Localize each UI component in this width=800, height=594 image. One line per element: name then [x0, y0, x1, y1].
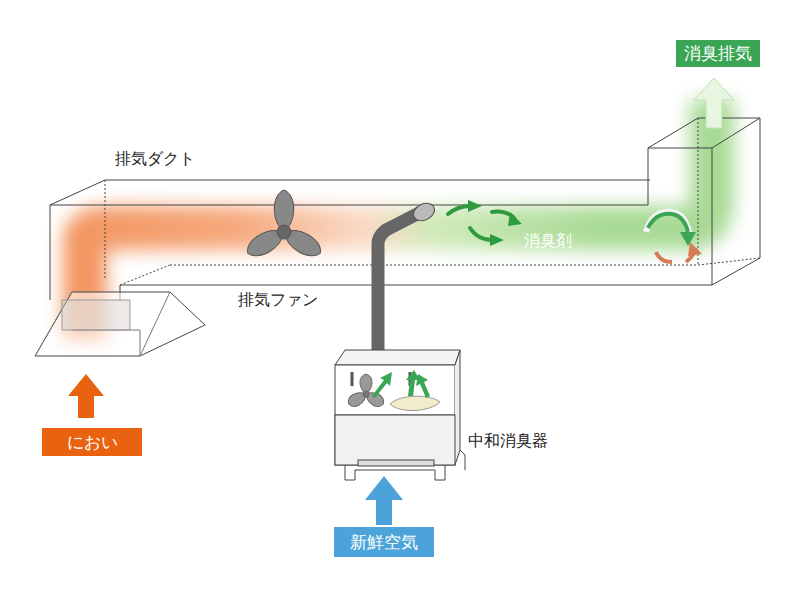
label-box: 新鮮空気 — [334, 527, 434, 557]
fan-label: 排気ファン — [238, 291, 318, 309]
label-box: 消臭排気 — [676, 40, 760, 67]
box-text: におい — [67, 433, 118, 452]
label-box: におい — [42, 428, 142, 456]
box-text: 新鮮空気 — [350, 533, 418, 552]
duct-label: 排気ダクト — [115, 150, 195, 168]
box-text: 消臭排気 — [684, 44, 752, 63]
deodorant-label: 消臭剤 — [524, 232, 572, 250]
neutralizer-label: 中和消臭器 — [468, 432, 548, 450]
